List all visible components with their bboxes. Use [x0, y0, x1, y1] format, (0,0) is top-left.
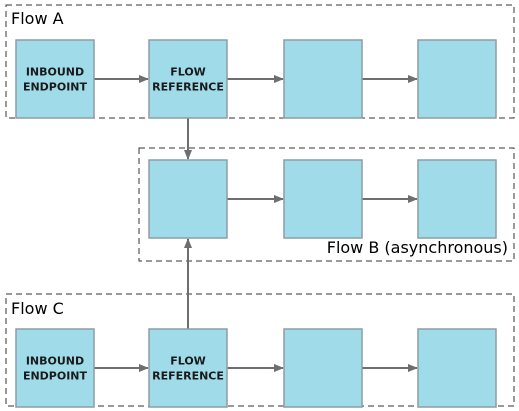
flow-c-group	[5, 293, 515, 407]
flow-a-label: Flow A	[11, 9, 64, 28]
node-box	[417, 159, 497, 239]
flow-a-group	[5, 4, 515, 119]
node-box	[283, 159, 363, 239]
node-b1	[148, 159, 228, 239]
node-a1: INBOUND ENDPOINT	[15, 39, 95, 119]
node-box	[417, 328, 497, 408]
node-label: REFERENCE	[152, 81, 224, 94]
node-box	[15, 328, 95, 408]
flow-c-label: Flow C	[11, 299, 64, 318]
node-a3	[283, 39, 363, 119]
node-box	[148, 328, 228, 408]
node-label: REFERENCE	[152, 370, 224, 383]
node-label: FLOW	[170, 66, 206, 79]
node-box	[15, 39, 95, 119]
node-c2: FLOW REFERENCE	[148, 328, 228, 408]
node-a4	[417, 39, 497, 119]
node-a2: FLOW REFERENCE	[148, 39, 228, 119]
node-box	[148, 159, 228, 239]
node-box	[148, 39, 228, 119]
node-label: ENDPOINT	[23, 370, 88, 383]
flow-b-group	[138, 147, 515, 262]
node-label: INBOUND	[26, 355, 84, 368]
node-b3	[417, 159, 497, 239]
node-box	[283, 328, 363, 408]
nodes: INBOUND ENDPOINT FLOW REFERENCE INBOUND ENDPO…	[15, 39, 497, 408]
node-box	[283, 39, 363, 119]
edges	[94, 75, 418, 372]
node-box	[417, 39, 497, 119]
node-b2	[283, 159, 363, 239]
node-c4	[417, 328, 497, 408]
node-c1: INBOUND ENDPOINT	[15, 328, 95, 408]
node-label: FLOW	[170, 355, 206, 368]
node-label: INBOUND	[26, 66, 84, 79]
node-c3	[283, 328, 363, 408]
flow-b-label: Flow B (asynchronous)	[327, 238, 508, 257]
node-label: ENDPOINT	[23, 81, 88, 94]
